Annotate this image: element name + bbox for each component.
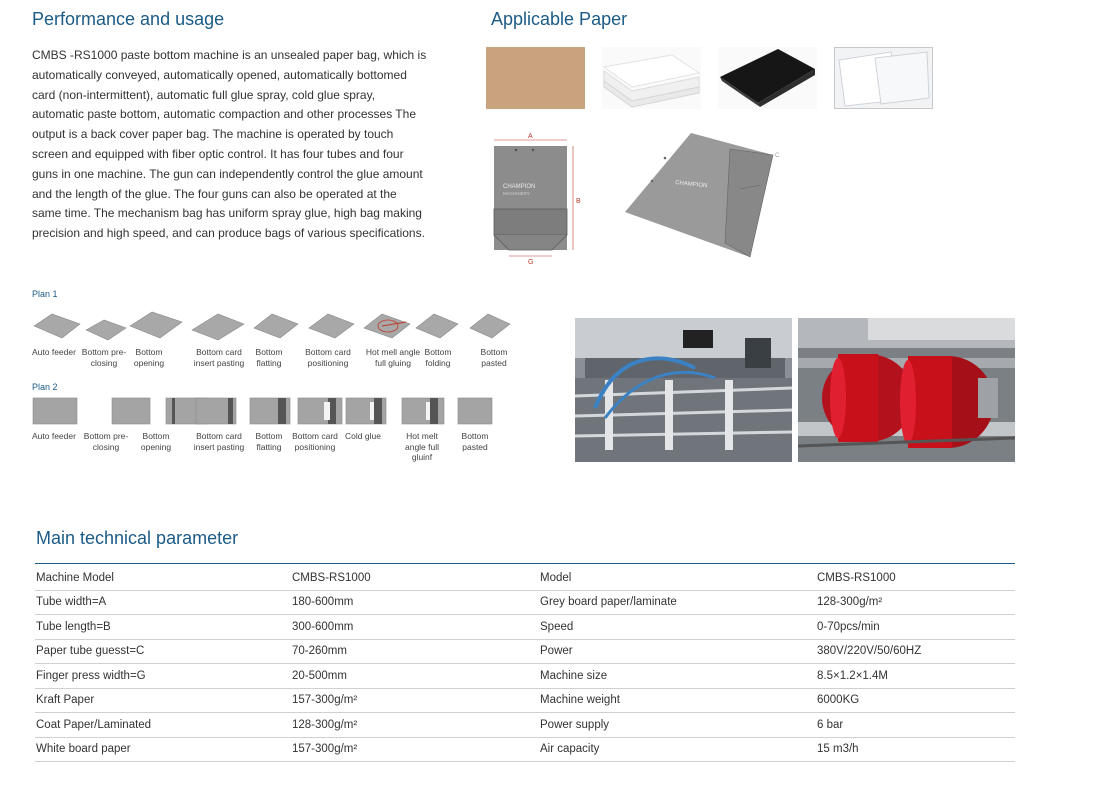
params-top-rule bbox=[35, 563, 1015, 564]
param-label: Paper tube guesst=C bbox=[35, 639, 291, 664]
param-label: Tube width=A bbox=[35, 590, 291, 615]
param-label: White board paper bbox=[35, 737, 291, 762]
dim-g-label: G bbox=[528, 259, 533, 266]
table-row: Coat Paper/Laminated 128-300g/m² Power s… bbox=[35, 712, 1015, 738]
machine-photo-glue-rollers bbox=[798, 318, 1015, 462]
performance-title: Performance and usage bbox=[32, 9, 225, 29]
plan1-step7-icon bbox=[363, 313, 411, 339]
plan1-step-9: Bottom pasted bbox=[480, 347, 508, 368]
plan1-step-7: Hot mell angle full gluing bbox=[365, 347, 421, 368]
param-value: 70-260mm bbox=[291, 639, 539, 664]
plan1-bag-thumbnails bbox=[33, 311, 511, 341]
param-value: 15 m3/h bbox=[816, 737, 1015, 762]
param-value: 380V/220V/50/60HZ bbox=[816, 639, 1015, 664]
param-label: Speed bbox=[539, 614, 816, 640]
param-label: Grey board paper/laminate bbox=[539, 590, 816, 615]
param-label: Coat Paper/Laminated bbox=[35, 712, 291, 738]
plan2-step-9: Bottom pasted bbox=[461, 431, 489, 452]
plan1-step-6: Bottom card positioning bbox=[305, 347, 351, 368]
plan2-step-3: Bottom opening bbox=[140, 431, 172, 452]
table-row: Finger press width=G 20-500mm Machine si… bbox=[35, 663, 1015, 689]
black-paper-stack-icon bbox=[718, 47, 817, 109]
param-label: Power supply bbox=[539, 712, 816, 738]
plan1-step-4: Bottom card insert pasting bbox=[193, 347, 245, 368]
dim-a-label: A bbox=[528, 133, 533, 140]
param-value: 157-300g/m² bbox=[291, 688, 539, 713]
plan2-step-7: Cold glue bbox=[345, 431, 381, 441]
param-label: Machine size bbox=[539, 663, 816, 689]
param-value: 157-300g/m² bbox=[291, 737, 539, 762]
plan1-step1-icon bbox=[33, 313, 81, 339]
plan1-title: Plan 1 bbox=[32, 289, 58, 299]
plan1-step-8: Bottom folding bbox=[424, 347, 452, 368]
transparent-film-icon bbox=[834, 47, 933, 109]
table-row: Kraft Paper 157-300g/m² Machine weight 6… bbox=[35, 688, 1015, 713]
param-label: Machine weight bbox=[539, 688, 816, 713]
param-value: 6000KG bbox=[816, 688, 1015, 713]
plan2-step-6: Bottom card positioning bbox=[292, 431, 338, 452]
param-value: 20-500mm bbox=[291, 663, 539, 689]
plan2-step-2: Bottom pre-closing bbox=[83, 431, 129, 452]
param-label: Air capacity bbox=[539, 737, 816, 762]
svg-text:MACHINERY: MACHINERY bbox=[503, 191, 530, 196]
table-row: Paper tube guesst=C 70-260mm Power 380V/… bbox=[35, 639, 1015, 664]
performance-description: CMBS -RS1000 paste bottom machine is an … bbox=[32, 48, 427, 241]
param-label: Finger press width=G bbox=[35, 663, 291, 689]
param-value: 6 bar bbox=[816, 712, 1015, 738]
param-value: 180-600mm bbox=[291, 590, 539, 615]
plan2-step2-icon bbox=[111, 397, 151, 425]
plan1-step-2: Bottom pre-closing bbox=[81, 347, 127, 368]
param-value: 128-300g/m² bbox=[291, 712, 539, 738]
param-label: Power bbox=[539, 639, 816, 664]
table-row: Tube length=B 300-600mm Speed 0-70pcs/mi… bbox=[35, 614, 1015, 640]
plan1-step-5: Bottom flatting bbox=[255, 347, 283, 368]
dim-b-label: B bbox=[576, 198, 581, 205]
plan2-step-5: Bottom flatting bbox=[255, 431, 283, 452]
param-value: 300-600mm bbox=[291, 614, 539, 640]
param-value: 0-70pcs/min bbox=[816, 614, 1015, 640]
params-table: Machine Model CMBS-RS1000 Model CMBS-RS1… bbox=[35, 566, 1015, 762]
plan1-step3-icon bbox=[129, 311, 183, 339]
plan2-step9-icon bbox=[457, 397, 493, 425]
param-value: 128-300g/m² bbox=[816, 590, 1015, 615]
plan1-step8-icon bbox=[415, 313, 459, 339]
plan2-bag-thumbnails bbox=[32, 397, 493, 425]
plan2-title: Plan 2 bbox=[32, 382, 58, 392]
kraft-paper-icon bbox=[486, 47, 585, 109]
table-row: Tube width=A 180-600mm Grey board paper/… bbox=[35, 590, 1015, 615]
plan1-step6-icon bbox=[308, 313, 355, 339]
bag-dimension-diagram: CHAMPION MACHINERY A B G CHAMPION C bbox=[493, 133, 780, 266]
diagram-brand-side: CHAMPION bbox=[675, 180, 708, 189]
params-title: Main technical parameter bbox=[36, 528, 239, 548]
plan1-step2-icon bbox=[85, 319, 127, 341]
white-paper-stack-icon bbox=[602, 47, 701, 109]
plan2-step-8: Hot melt angle full gluinf bbox=[404, 431, 440, 462]
plan2-step1-icon bbox=[32, 397, 78, 425]
table-row: Machine Model CMBS-RS1000 Model CMBS-RS1… bbox=[35, 566, 1015, 591]
param-label: Machine Model bbox=[35, 566, 291, 591]
applicable-paper-title: Applicable Paper bbox=[491, 9, 628, 29]
plan1-step-1: Auto feeder bbox=[32, 347, 76, 357]
param-value: CMBS-RS1000 bbox=[816, 566, 1015, 591]
plan2-step-1: Auto feeder bbox=[32, 431, 76, 441]
param-label: Tube length=B bbox=[35, 614, 291, 640]
param-value: CMBS-RS1000 bbox=[291, 566, 539, 591]
param-label: Kraft Paper bbox=[35, 688, 291, 713]
plan1-step5-icon bbox=[253, 313, 299, 339]
param-value: 8.5×1.2×1.4M bbox=[816, 663, 1015, 689]
plan1-step4-icon bbox=[191, 313, 245, 341]
dim-c-label: C bbox=[775, 153, 780, 159]
plan1-step9-icon bbox=[469, 313, 511, 339]
table-row: White board paper 157-300g/m² Air capaci… bbox=[35, 737, 1015, 762]
machine-photo-conveyor bbox=[575, 318, 792, 462]
diagram-brand-front: CHAMPION bbox=[503, 184, 535, 190]
plan1-step-3: Bottom opening bbox=[133, 347, 165, 368]
param-label: Model bbox=[539, 566, 816, 591]
plan2-step-4: Bottom card insert pasting bbox=[193, 431, 245, 452]
